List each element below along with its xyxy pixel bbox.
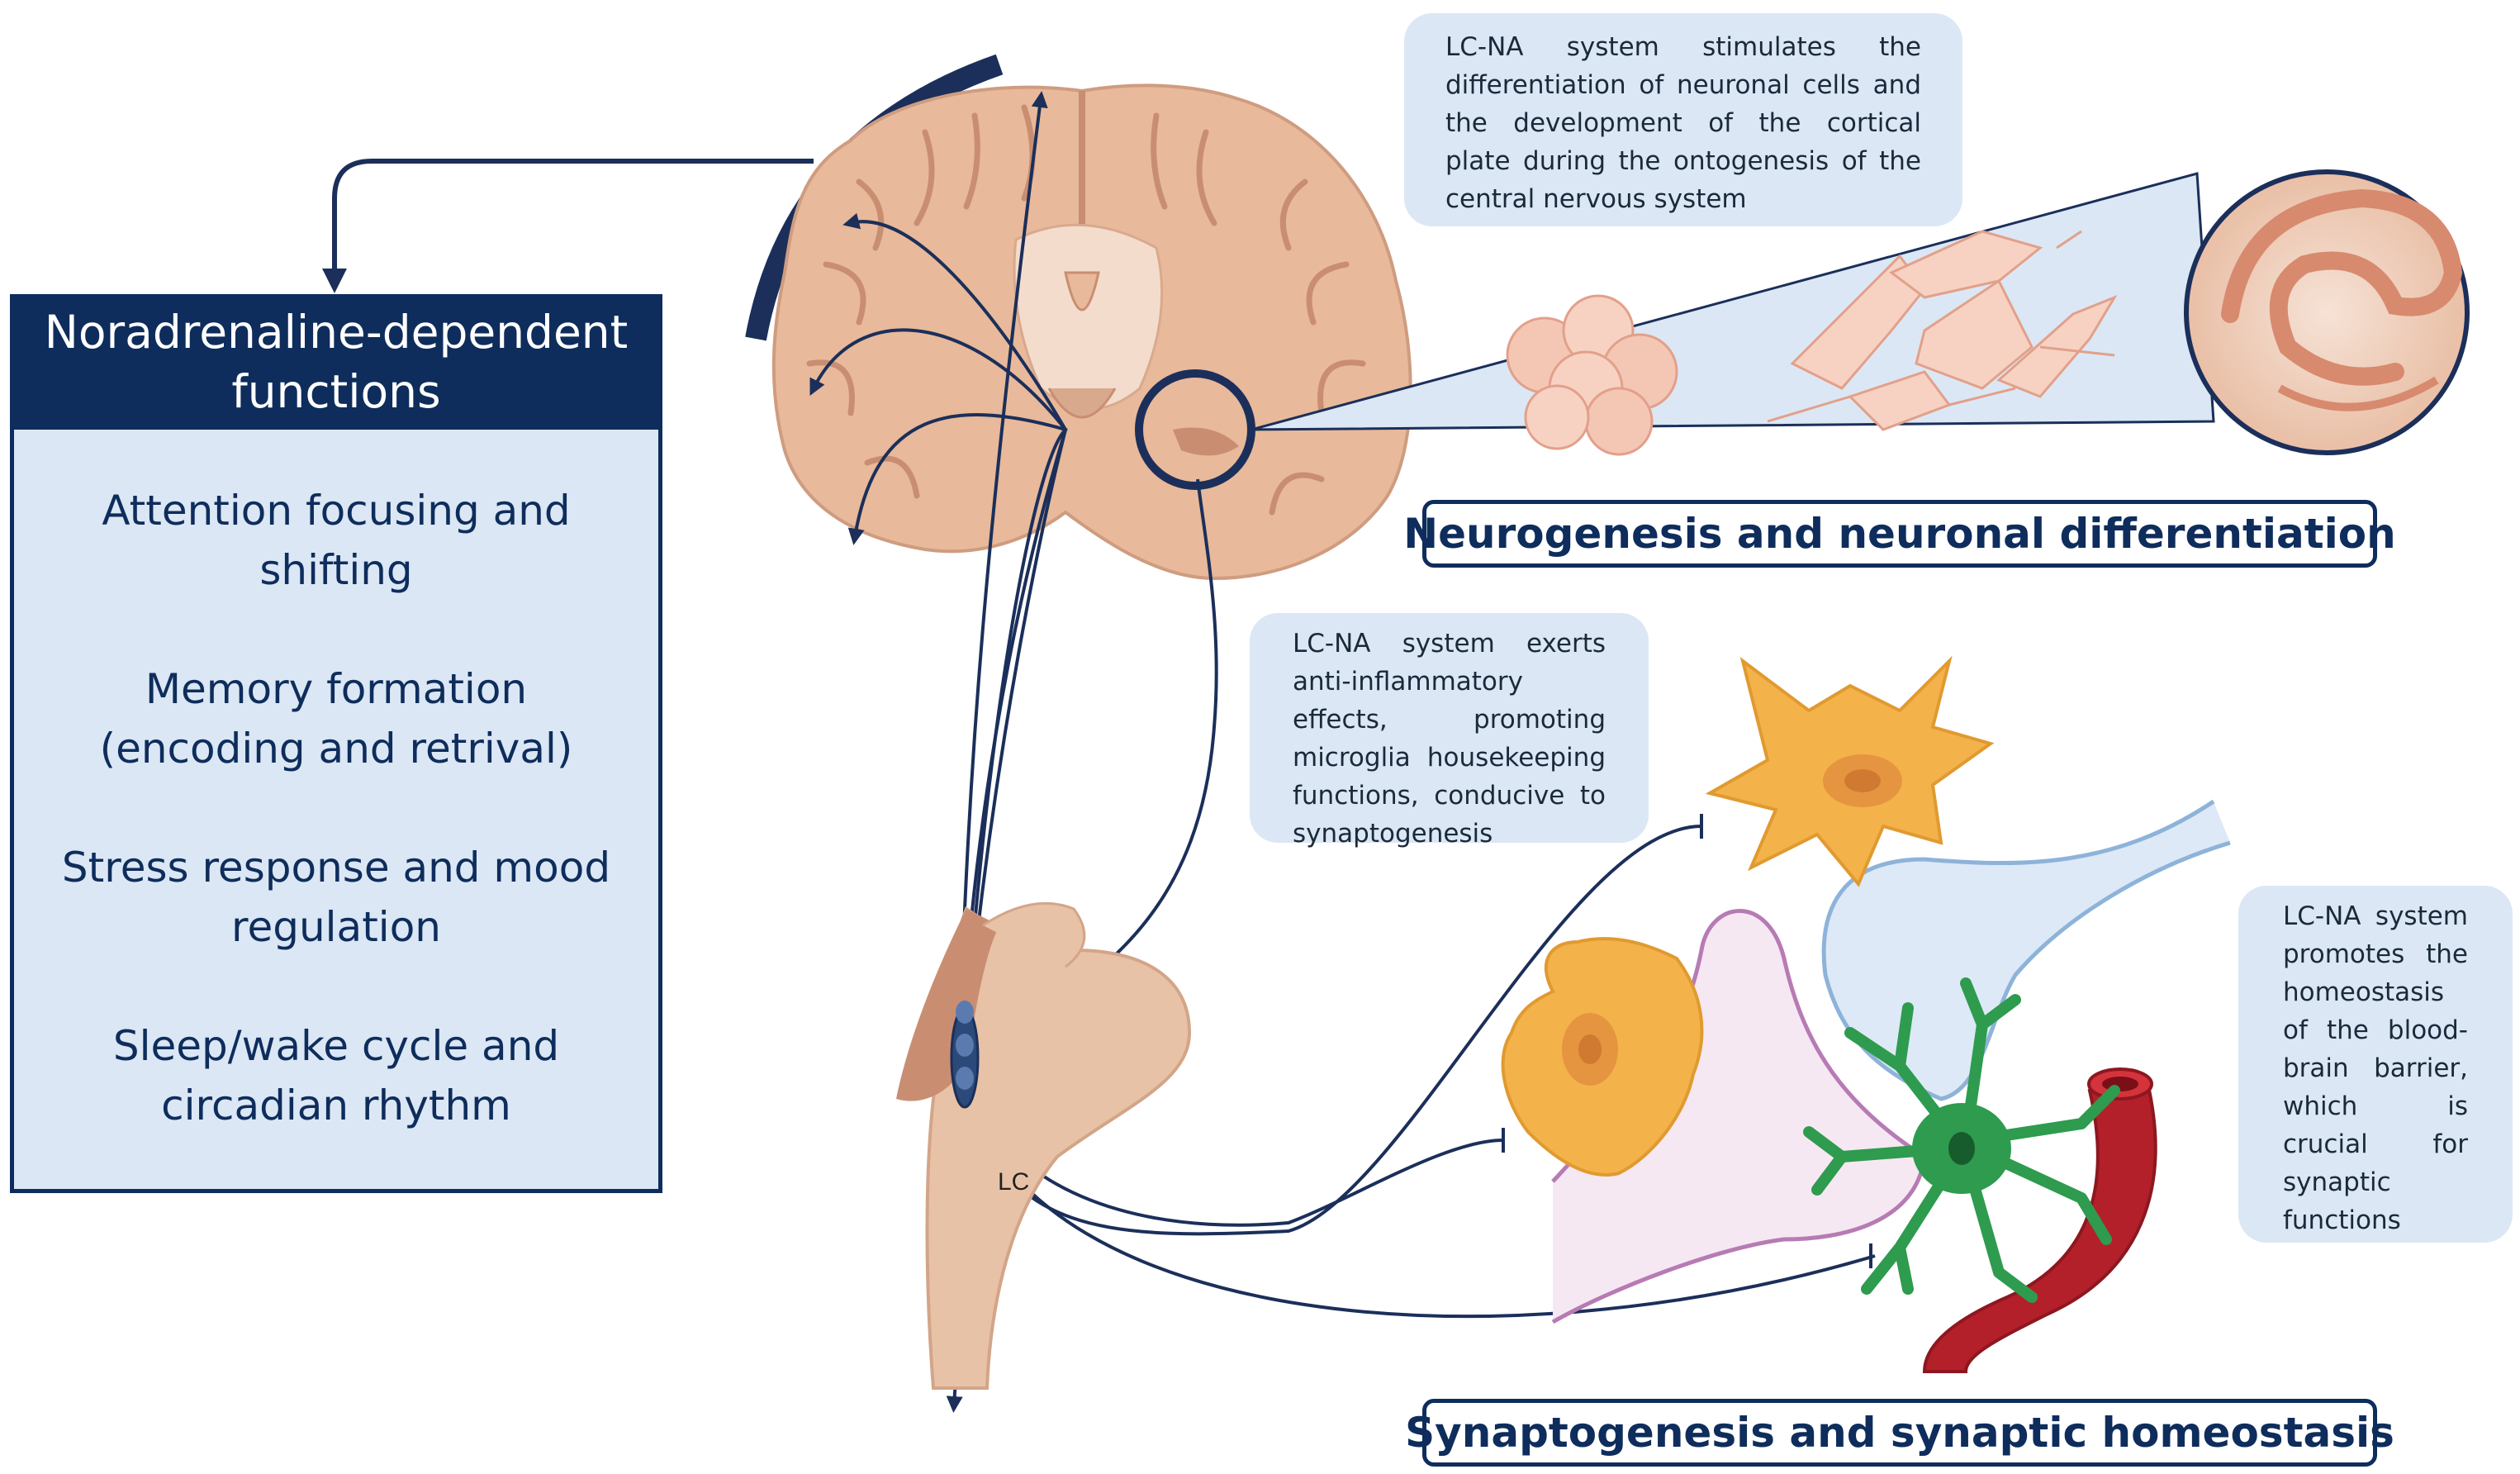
function-item-stress: Stress response and mood regulation — [61, 844, 611, 951]
callout-blood-brain-barrier: LC-NA system promotes the homeostasis of… — [2238, 886, 2513, 1243]
microglia-cell — [1705, 655, 1995, 887]
astrocyte-nucleus — [1948, 1132, 1975, 1165]
function-item-sleep: Sleep/wake cycle and circadian rhythm — [112, 1022, 560, 1129]
synaptogenesis-section-title: Synaptogenesis and synaptic homeostasis — [1405, 1399, 2394, 1467]
differentiating-neurons — [1767, 230, 2118, 431]
brainstem — [896, 901, 1192, 1390]
function-item-attention: Attention focusing and shifting — [102, 487, 571, 594]
function-item-memory: Memory formation (encoding and retrival) — [99, 665, 573, 773]
hippocampus-zoom — [2184, 169, 2470, 455]
functions-panel: Attention focusing and shifting Memory f… — [10, 430, 662, 1193]
callout-anti-inflammatory: LC-NA system exerts anti-inflammatory ef… — [1250, 613, 1649, 849]
functions-panel-title: Noradrenaline-dependent functions — [10, 294, 662, 430]
cortex-to-functions-arrow — [322, 159, 814, 293]
blood-vessel — [1922, 1067, 2157, 1373]
locus-coeruleus-label: LC — [998, 1168, 1030, 1196]
microglia-amoeboid-cell — [1501, 937, 1704, 1177]
neural-progenitor-cluster — [1506, 294, 1678, 456]
synapse-terminals — [1502, 814, 1872, 1268]
neurogenesis-section-title: Neurogenesis and neuronal differentiatio… — [1403, 500, 2396, 568]
callout-neurogenesis: LC-NA system stimulates the differentiat… — [1404, 13, 1962, 226]
brain-coronal-section — [771, 83, 1412, 581]
